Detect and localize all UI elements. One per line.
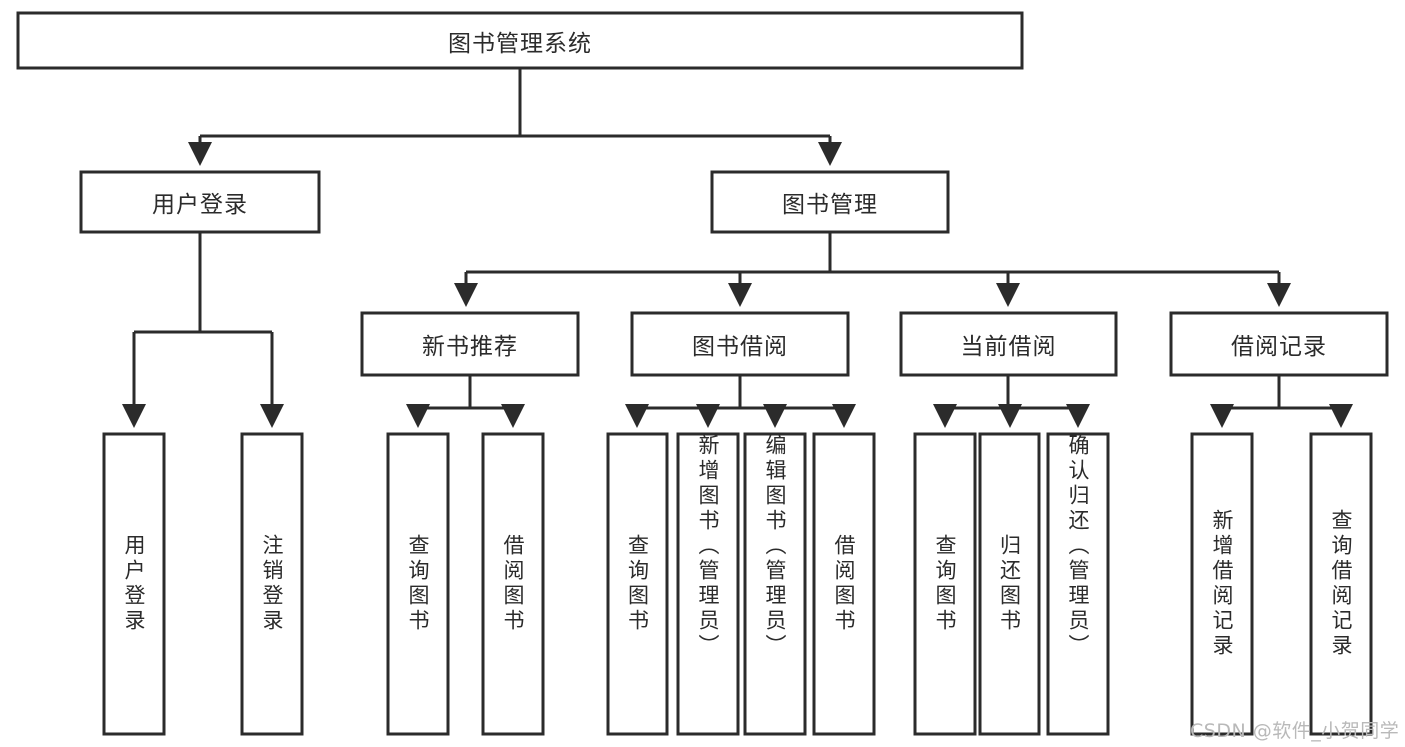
node-box-user-login[interactable] [79,170,321,234]
node-box-current-borrow[interactable] [899,311,1118,377]
edge-group-new-book-children [406,375,525,428]
node-box-leaf-confirm-return-admin[interactable] [1046,432,1110,736]
edge-group-book-mgmt-children [454,232,1291,307]
node-box-new-book-recommend[interactable] [360,311,580,377]
edge-group-borrow-children [625,375,856,428]
node-box-leaf-borrow-book-1[interactable] [481,432,545,736]
node-box-leaf-return-book[interactable] [978,432,1041,736]
edge-group-root-to-level2 [188,68,842,166]
node-box-borrow-record[interactable] [1169,311,1389,377]
edge-group-user-login-children [122,232,284,428]
edge-group-current-borrow-children [933,375,1090,428]
edge-group-borrow-record-children [1210,375,1353,428]
node-box-leaf-query-book-1[interactable] [386,432,450,736]
watermark-text: CSDN @软件_小贺同学 [1190,720,1400,742]
node-box-leaf-user-login[interactable] [102,432,166,736]
node-box-leaf-query-borrow-record[interactable] [1309,432,1373,736]
node-box-leaf-add-book-admin[interactable] [676,432,740,736]
node-box-leaf-borrow-book-2[interactable] [812,432,876,736]
node-box-leaf-add-borrow-record[interactable] [1190,432,1254,736]
node-box-book-management[interactable] [710,170,950,234]
node-box-leaf-edit-book-admin[interactable] [743,432,807,736]
node-box-leaf-query-book-2[interactable] [606,432,669,736]
node-box-root[interactable] [16,11,1024,70]
node-box-leaf-query-book-3[interactable] [913,432,977,736]
node-box-leaf-user-logout[interactable] [240,432,304,736]
node-box-book-borrow[interactable] [630,311,850,377]
